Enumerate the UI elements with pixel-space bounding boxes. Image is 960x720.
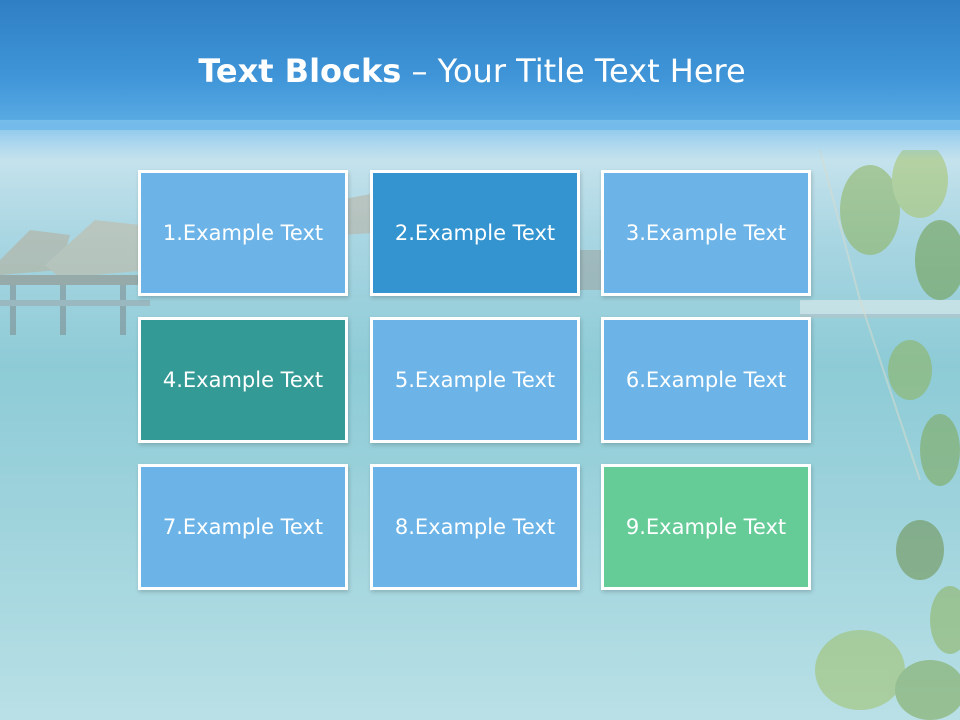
text-block-4[interactable]: 4.Example Text bbox=[138, 317, 348, 443]
text-block-9[interactable]: 9.Example Text bbox=[601, 464, 811, 590]
horizon-haze bbox=[0, 120, 960, 160]
text-block-label: 5.Example Text bbox=[394, 368, 556, 392]
text-block-3[interactable]: 3.Example Text bbox=[601, 170, 811, 296]
text-block-label: 2.Example Text bbox=[394, 221, 556, 245]
text-block-6[interactable]: 6.Example Text bbox=[601, 317, 811, 443]
title-rest: Your Title Text Here bbox=[437, 52, 746, 90]
text-blocks-grid: 1.Example Text 2.Example Text 3.Example … bbox=[138, 170, 816, 594]
text-block-8[interactable]: 8.Example Text bbox=[370, 464, 580, 590]
sky-background bbox=[0, 0, 960, 140]
palm-foliage-image bbox=[815, 150, 960, 720]
text-block-1[interactable]: 1.Example Text bbox=[138, 170, 348, 296]
text-block-label: 6.Example Text bbox=[625, 368, 787, 392]
slide-title: Text Blocks – Your Title Text Here bbox=[0, 52, 944, 90]
text-block-7[interactable]: 7.Example Text bbox=[138, 464, 348, 590]
title-dash: – bbox=[401, 52, 438, 90]
text-block-5[interactable]: 5.Example Text bbox=[370, 317, 580, 443]
text-block-2[interactable]: 2.Example Text bbox=[370, 170, 580, 296]
text-block-label: 7.Example Text bbox=[162, 515, 324, 539]
text-block-label: 4.Example Text bbox=[162, 368, 324, 392]
text-block-label: 8.Example Text bbox=[394, 515, 556, 539]
text-block-label: 1.Example Text bbox=[162, 221, 324, 245]
title-bold: Text Blocks bbox=[198, 52, 402, 90]
text-block-label: 9.Example Text bbox=[625, 515, 787, 539]
text-block-label: 3.Example Text bbox=[625, 221, 787, 245]
